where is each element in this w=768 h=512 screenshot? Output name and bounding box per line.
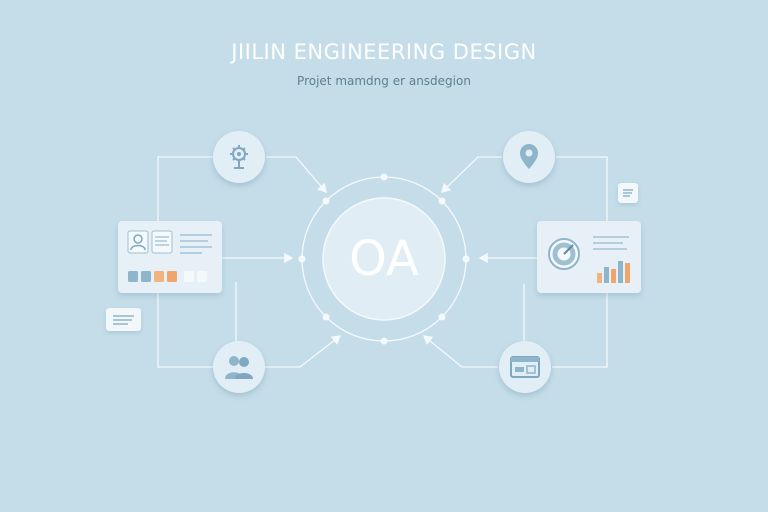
chart-icon bbox=[548, 236, 630, 283]
users-icon bbox=[225, 356, 253, 379]
users-node[interactable] bbox=[213, 341, 265, 393]
ring-dot bbox=[380, 173, 388, 181]
ring-dot bbox=[438, 313, 446, 321]
message-chip-right bbox=[618, 183, 638, 203]
connector-users-hub bbox=[264, 335, 342, 368]
message-icon bbox=[113, 315, 134, 325]
connector-card-users bbox=[157, 292, 213, 368]
browser-node[interactable] bbox=[499, 341, 551, 393]
connector-settings-card bbox=[157, 156, 213, 222]
analytics-card[interactable] bbox=[537, 221, 641, 293]
ring-dot bbox=[380, 337, 388, 345]
ring-dot bbox=[322, 313, 330, 321]
ring-dot bbox=[438, 197, 446, 205]
connector-analytics-browser-outer bbox=[552, 292, 608, 368]
ring-dot bbox=[462, 255, 470, 263]
map-pin-icon bbox=[520, 144, 538, 169]
connector-location-card bbox=[556, 156, 608, 222]
location-node[interactable] bbox=[503, 131, 555, 183]
profile-icon bbox=[127, 230, 212, 282]
page-title: JIILIN ENGINEERING DESIGN bbox=[231, 40, 537, 64]
settings-node[interactable] bbox=[213, 131, 265, 183]
gears-icon bbox=[230, 145, 248, 169]
ring-dot bbox=[322, 197, 330, 205]
profile-card[interactable] bbox=[118, 221, 222, 293]
ring-dot bbox=[298, 255, 306, 263]
hub-circle bbox=[322, 197, 446, 321]
connector-browser-hub bbox=[422, 335, 498, 368]
message-chip-left bbox=[106, 308, 141, 331]
note-icon bbox=[623, 189, 633, 197]
connector-location-hub bbox=[441, 156, 502, 193]
browser-window-icon bbox=[510, 356, 540, 378]
connector-settings-hub bbox=[266, 156, 327, 193]
page-subtitle: Projet mamdng er ansdegion bbox=[297, 74, 471, 88]
hub-label: OA bbox=[349, 231, 419, 287]
